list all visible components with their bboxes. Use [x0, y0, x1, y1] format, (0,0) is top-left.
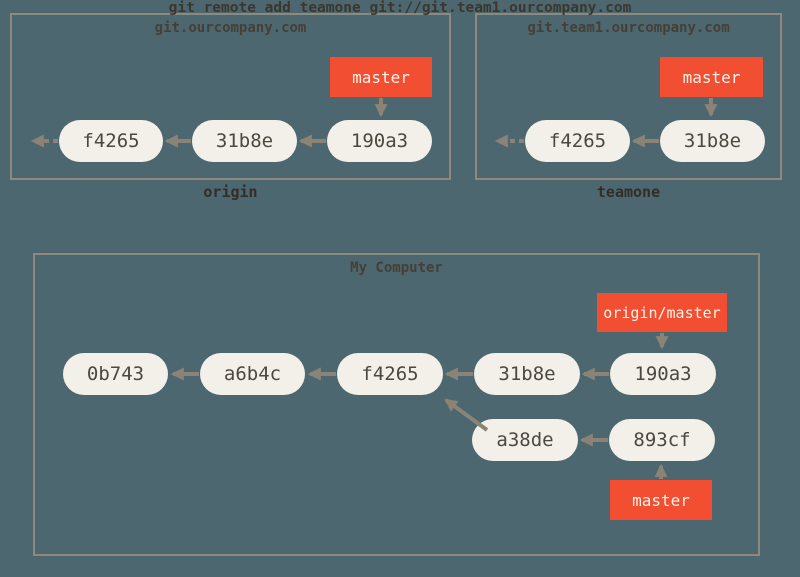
commit-node: 31b8e: [192, 120, 297, 162]
remote-teamone-title: git.team1.ourcompany.com: [527, 20, 730, 36]
commit-node: 31b8e: [660, 120, 765, 162]
commit-node: f4265: [525, 120, 630, 162]
commit-node: 190a3: [610, 353, 716, 395]
commit-node: 0b743: [63, 353, 168, 395]
teamone-master-branch-label: master: [660, 57, 763, 97]
remote-origin-frame: git.ourcompany.com: [10, 13, 451, 180]
commit-node: 31b8e: [474, 353, 580, 395]
commit-node: a38de: [472, 419, 578, 461]
my-computer-frame: My Computer: [33, 253, 760, 556]
commit-node: f4265: [59, 120, 163, 162]
commit-node: 190a3: [327, 120, 432, 162]
commit-node: a6b4c: [200, 353, 305, 395]
remote-teamone-frame: git.team1.ourcompany.com: [475, 13, 782, 180]
remote-origin-name: origin: [203, 183, 258, 201]
remote-teamone-name: teamone: [596, 183, 661, 201]
local-origin-master-branch-label: origin/master: [597, 293, 727, 332]
commit-node: f4265: [337, 353, 443, 395]
commit-node: 893cf: [609, 419, 715, 461]
local-master-branch-label: master: [610, 480, 712, 520]
git-command-text: git remote add teamone git://git.team1.o…: [168, 0, 632, 16]
my-computer-title: My Computer: [350, 260, 443, 276]
remote-origin-title: git.ourcompany.com: [154, 20, 307, 36]
origin-master-branch-label: master: [330, 57, 432, 97]
